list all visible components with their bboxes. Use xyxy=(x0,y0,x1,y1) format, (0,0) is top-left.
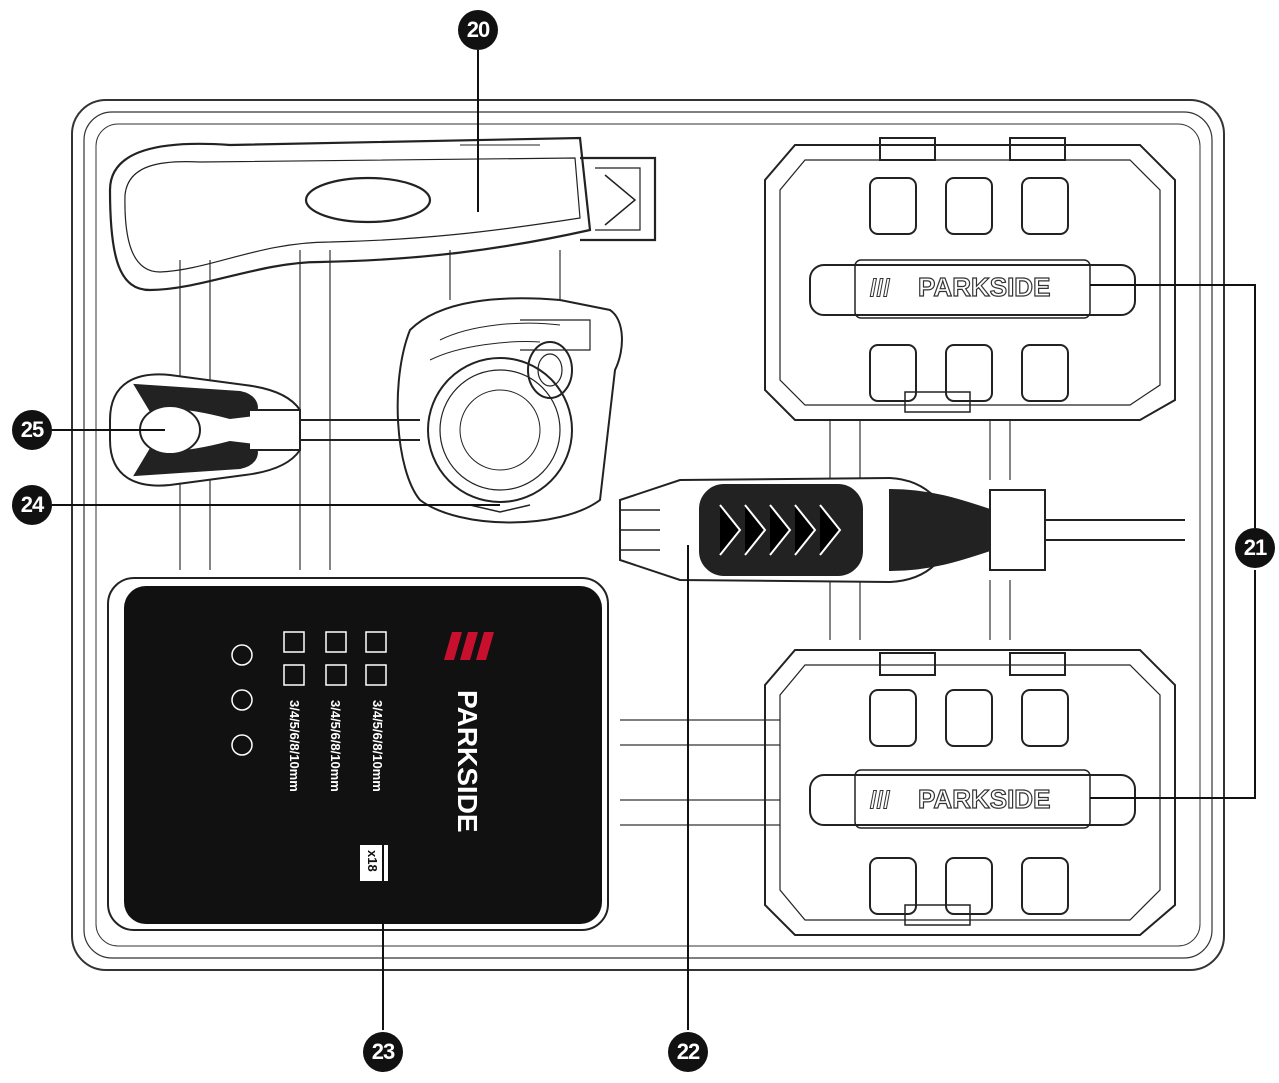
tray-bottom-brand-label: PARKSIDE xyxy=(918,784,1050,814)
screwdriver xyxy=(619,476,1185,584)
callout-25: 25 xyxy=(12,410,52,450)
callout-20: 20 xyxy=(458,10,498,50)
case-outline xyxy=(71,99,1225,971)
tray-brand-logos: /// PARKSIDE /// PARKSIDE xyxy=(870,271,1052,814)
bit-box: PARKSIDE 3/4/5/6/8/10mm 3/4/5/6/8/10mm 3… xyxy=(107,577,609,931)
callout-21: 21 xyxy=(1235,528,1275,568)
svg-text:///: /// xyxy=(870,787,890,814)
bit-size-label-1: 3/4/5/6/8/10mm xyxy=(370,700,385,792)
bit-count-label: x18 xyxy=(365,850,380,872)
utility-knife xyxy=(108,136,657,292)
callout-24: 24 xyxy=(12,485,52,525)
bit-brand-logo xyxy=(444,632,494,660)
callout-22: 22 xyxy=(668,1032,708,1072)
bit-type-icons xyxy=(231,631,387,756)
bit-size-label-3: 3/4/5/6/8/10mm xyxy=(287,700,302,792)
socket-tray-top xyxy=(764,137,1176,421)
tray-top-brand-label: PARKSIDE xyxy=(918,272,1050,302)
bit-size-label-2: 3/4/5/6/8/10mm xyxy=(328,700,343,792)
leader-lines xyxy=(52,50,1256,1030)
svg-text:///: /// xyxy=(870,275,890,302)
callout-23: 23 xyxy=(363,1032,403,1072)
socket-tray-bottom xyxy=(764,649,1176,936)
ratchet-handle xyxy=(109,373,420,487)
tape-measure xyxy=(396,297,623,524)
bit-box-brand: PARKSIDE xyxy=(452,690,483,833)
